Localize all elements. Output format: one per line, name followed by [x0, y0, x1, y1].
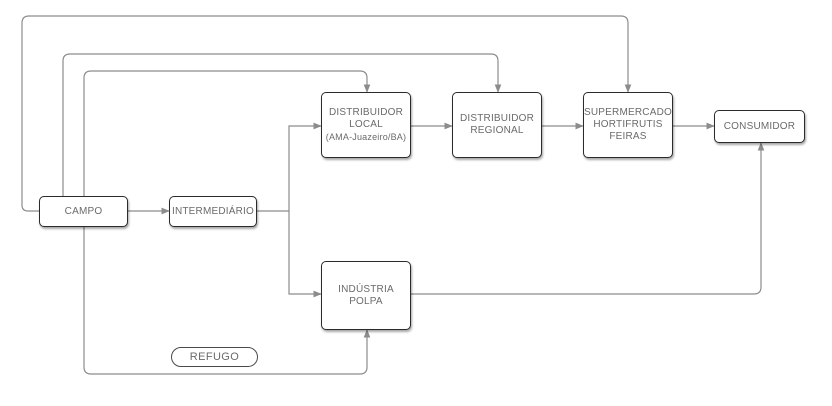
- distribuidor-regional-line-1: DISTRIBUIDOR: [459, 113, 535, 124]
- supermercado-line-2: HORTIFRUTIS: [593, 119, 663, 130]
- distribuidor-local-box[interactable]: DISTRIBUIDOR LOCAL (AMA-Juazeiro/BA): [321, 92, 411, 158]
- refugo-text: REFUGO: [189, 351, 240, 363]
- arrow-industria-consumidor: [411, 142, 765, 295]
- consumidor-label: CONSUMIDOR: [723, 120, 796, 132]
- consumidor-box[interactable]: CONSUMIDOR: [714, 110, 805, 143]
- distribuidor-local-line-3: (AMA-Juazeiro/BA): [325, 132, 407, 142]
- industria-line-1: INDÚSTRIA: [338, 283, 394, 295]
- campo-label: CAMPO: [64, 205, 103, 217]
- arrow-intermediario-distribuidor-local: [257, 122, 322, 212]
- intermediario-label: INTERMEDIÁRIO: [171, 205, 255, 217]
- supermercado-line-1: SUPERMERCADO: [584, 107, 672, 118]
- industria-line-2: POLPA: [349, 295, 383, 307]
- arrow-intermediario-industria: [288, 211, 322, 298]
- supermercado-box[interactable]: SUPERMERCADO HORTIFRUTIS FEIRAS: [583, 92, 673, 158]
- arrow-campo-supermercado: [21, 15, 632, 212]
- supermercado-line-3: FEIRAS: [609, 131, 647, 142]
- distribuidor-regional-box[interactable]: DISTRIBUIDOR REGIONAL: [452, 92, 542, 158]
- arrow-campo-industria-refugo: [83, 227, 371, 375]
- distribuidor-regional-line-2: REGIONAL: [470, 125, 524, 136]
- arrow-campo-distribuidor-regional: [62, 53, 502, 196]
- industria-box[interactable]: INDÚSTRIA POLPA: [321, 261, 411, 330]
- intermediario-box[interactable]: INTERMEDIÁRIO: [169, 196, 257, 227]
- arrow-campo-distribuidor-local: [83, 70, 371, 196]
- distribuidor-local-line-2: LOCAL: [349, 119, 383, 130]
- refugo-label: REFUGO: [171, 347, 258, 367]
- distribuidor-local-line-1: DISTRIBUIDOR: [328, 107, 404, 118]
- campo-box[interactable]: CAMPO: [39, 196, 128, 227]
